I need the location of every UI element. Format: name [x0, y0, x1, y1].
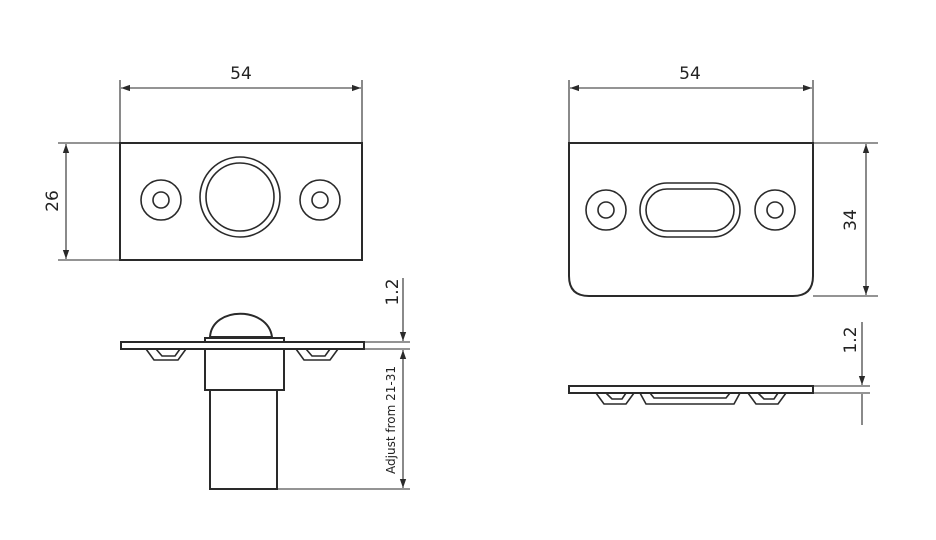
bolt-plate-outline — [119, 142, 363, 261]
bolt-plate-height-label: 26 — [43, 190, 63, 212]
strike-plate-thickness-dimension: 1.2 — [813, 322, 870, 425]
bolt-plate-side — [120, 341, 365, 350]
bolt-plate-height-dimension: 26 — [43, 142, 120, 261]
bolt-dome — [208, 312, 274, 338]
strike-plate-height-dimension: 34 — [813, 142, 878, 297]
strike-plate-slot-lip — [639, 392, 741, 405]
bolt-plate-center-bolt — [199, 156, 281, 238]
strike-plate-side-view: 1.2 — [568, 322, 870, 425]
bolt-tube — [209, 389, 278, 490]
bolt-plate-thickness-dimension: 1.2 — [364, 278, 410, 358]
bolt-plate-width-label: 54 — [230, 64, 252, 84]
strike-plate-slot — [639, 182, 741, 238]
strike-plate-width-dimension: 54 — [568, 64, 814, 143]
bolt-plate-right-tab — [295, 348, 339, 361]
adjust-range-dimension: Adjust from 21-31 — [277, 350, 410, 490]
bolt-plate-width-dimension: 54 — [119, 64, 363, 143]
strike-plate-width-label: 54 — [679, 64, 701, 84]
strike-plate-outline — [568, 142, 814, 297]
bolt-side-view: 1.2 Adjust from 21-31 — [120, 278, 410, 490]
strike-plate-left-tab — [595, 392, 635, 405]
strike-plate-top-view: 54 34 — [568, 64, 878, 297]
strike-plate-right-screw-hole — [754, 189, 796, 231]
strike-plate-right-tab — [747, 392, 787, 405]
strike-plate-side — [568, 385, 814, 394]
bolt-plate-left-screw-hole — [140, 179, 182, 221]
bolt-plate-thickness-label: 1.2 — [383, 278, 403, 305]
strike-plate-height-label: 34 — [841, 209, 861, 231]
bolt-plate-top-view: 54 26 — [43, 64, 363, 261]
adjust-range-label: Adjust from 21-31 — [384, 366, 398, 474]
bolt-plate-right-screw-hole — [299, 179, 341, 221]
strike-plate-left-screw-hole — [585, 189, 627, 231]
bolt-plate-left-tab — [145, 348, 187, 361]
strike-plate-thickness-label: 1.2 — [841, 326, 861, 353]
